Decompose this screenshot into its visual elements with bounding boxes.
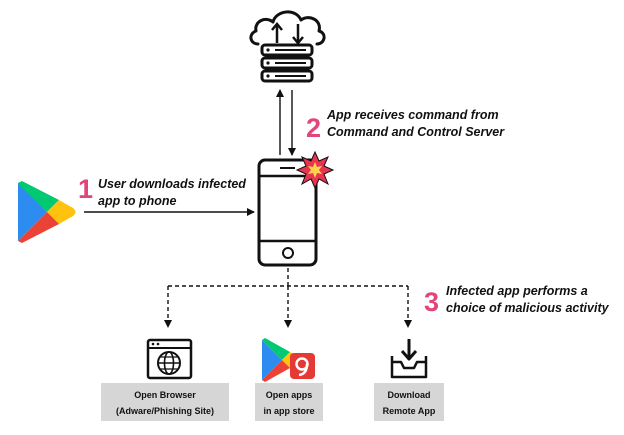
step-1-text-line-2: app to phone: [98, 194, 177, 208]
step-3-text-line-2: choice of malicious activity: [446, 301, 610, 315]
server-phone-arrows: [276, 89, 296, 156]
step-1-number: 1: [78, 174, 93, 204]
globe-browser-icon: [146, 338, 193, 380]
download-tray-icon: [390, 339, 428, 379]
step-3-text-line-1: Infected app performs a: [446, 284, 588, 298]
outcome-download-line-1: Download: [388, 390, 431, 400]
phone-icon: [257, 158, 318, 267]
cloud-server-icon: [249, 10, 326, 83]
outcome-box-browser: [101, 383, 229, 421]
step-3-number: 3: [424, 287, 439, 317]
outcome-download-line-2: Remote App: [383, 406, 436, 416]
step-2-text-line-1: App receives command from: [326, 108, 499, 122]
outcome-browser-line-2: (Adware/Phishing Site): [116, 406, 214, 416]
step-2-number: 2: [306, 113, 321, 143]
outcome-browser-line-1: Open Browser: [134, 390, 196, 400]
outcome-box-apps: [255, 383, 323, 421]
play-store-icon: [18, 181, 76, 243]
branch-lines: [164, 268, 412, 328]
outcome-box-download: [374, 383, 444, 421]
infection-burst-icon: [295, 150, 335, 190]
outcome-apps-line-1: Open apps: [266, 390, 313, 400]
outcome-apps-line-2: in app store: [263, 406, 314, 416]
step-2-text-line-2: Command and Control Server: [327, 125, 505, 139]
play-store-apps-icon: [262, 338, 315, 382]
step-1-text-line-1: User downloads infected: [98, 177, 246, 191]
